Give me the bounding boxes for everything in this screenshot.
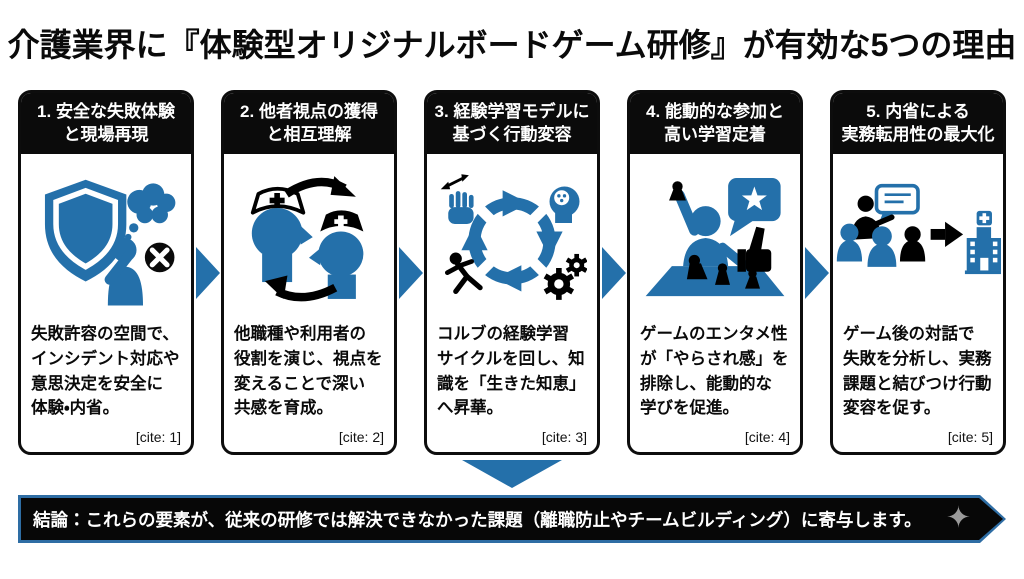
card-1-header: 1. 安全な失敗体験 と現場再現 — [21, 93, 191, 154]
reason-card-2: 2. 他者視点の獲得 と相互理解 他職種や利用者の 役割を演じ、視点を 変えるこ… — [221, 90, 397, 455]
card-1-icon-area — [21, 154, 191, 322]
reason-card-4: 4. 能動的な参加と 高い学習定着 — [627, 90, 803, 455]
card-3-body: コルブの経験学習 サイクルを回し、知 識を「生きた知恵」 へ昇華。 — [437, 325, 586, 418]
down-arrow-connector — [462, 460, 562, 488]
card-3-header-text: 3. 経験学習モデルに 基づく行動変容 — [434, 102, 590, 144]
card-4-citation: [cite: 4] — [744, 429, 790, 445]
card-2-citation: [cite: 2] — [338, 429, 384, 445]
card-5-header-text: 5. 内省による 実務転用性の最大化 — [841, 102, 995, 144]
card-3-header: 3. 経験学習モデルに 基づく行動変容 — [427, 93, 597, 154]
perspective-swap-icon — [250, 176, 364, 302]
card-4-header: 4. 能動的な参加と 高い学習定着 — [630, 93, 800, 154]
right-arrow-connector-3 — [601, 246, 626, 299]
sparkle-icon: ✦ — [945, 501, 971, 535]
card-3-icon-area — [427, 154, 597, 322]
conclusion-bar: 結論：これらの要素が、従来の研修では解決できなかった課題（離職防止やチームビルデ… — [18, 495, 1006, 543]
conclusion-text: 結論：これらの要素が、従来の研修では解決できなかった課題（離職防止やチームビルデ… — [33, 509, 922, 530]
card-2-header: 2. 他者視点の獲得 と相互理解 — [224, 93, 394, 154]
dialogue-to-practice-icon — [836, 183, 1001, 275]
shield-failure-reflection-icon — [44, 179, 176, 306]
card-5-icon-area — [833, 154, 1003, 322]
reason-card-3: 3. 経験学習モデルに 基づく行動変容 — [424, 90, 600, 455]
reason-card-1: 1. 安全な失敗体験 と現場再現 失敗許容の空間で、 インシデント対応や 意思決… — [18, 90, 194, 455]
card-2-body: 他職種や利用者の 役割を演じ、視点を 変えることで深い 共感を育成。 — [234, 325, 383, 418]
right-arrow-connector-4 — [804, 246, 829, 299]
experiential-learning-cycle-icon — [440, 174, 587, 300]
right-arrow-connector-2 — [398, 246, 423, 299]
reason-cards-row: 1. 安全な失敗体験 と現場再現 失敗許容の空間で、 インシデント対応や 意思決… — [0, 90, 1024, 455]
card-4-icon-area — [630, 154, 800, 322]
card-3-citation: [cite: 3] — [541, 429, 587, 445]
card-5-header: 5. 内省による 実務転用性の最大化 — [833, 93, 1003, 154]
conclusion-bar-inner: 結論：これらの要素が、従来の研修では解決できなかった課題（離職防止やチームビルデ… — [21, 498, 1003, 540]
card-4-header-text: 4. 能動的な参加と 高い学習定着 — [646, 102, 784, 144]
active-game-participation-icon — [645, 178, 785, 297]
card-5-body: ゲーム後の対話で 失敗を分析し、実務 課題と結びつけ行動 変容を促す。 — [843, 325, 992, 418]
card-1-body: 失敗許容の空間で、 インシデント対応や 意思決定を安全に 体験・内省。 — [31, 325, 180, 418]
card-2-header-text: 2. 他者視点の獲得 と相互理解 — [240, 102, 378, 144]
right-arrow-connector-1 — [195, 246, 220, 299]
reason-card-5: 5. 内省による 実務転用性の最大化 — [830, 90, 1006, 455]
card-5-citation: [cite: 5] — [947, 429, 993, 445]
card-1-citation: [cite: 1] — [135, 429, 181, 445]
card-2-icon-area — [224, 154, 394, 322]
page-title: 介護業界に『体験型オリジナルボードゲーム研修』が有効な5つの理由 — [7, 27, 1017, 63]
card-4-body: ゲームのエンタメ性 が「やらされ感」を 排除し、能動的な 学びを促進。 — [640, 325, 789, 418]
card-1-header-text: 1. 安全な失敗体験 と現場再現 — [37, 102, 175, 144]
